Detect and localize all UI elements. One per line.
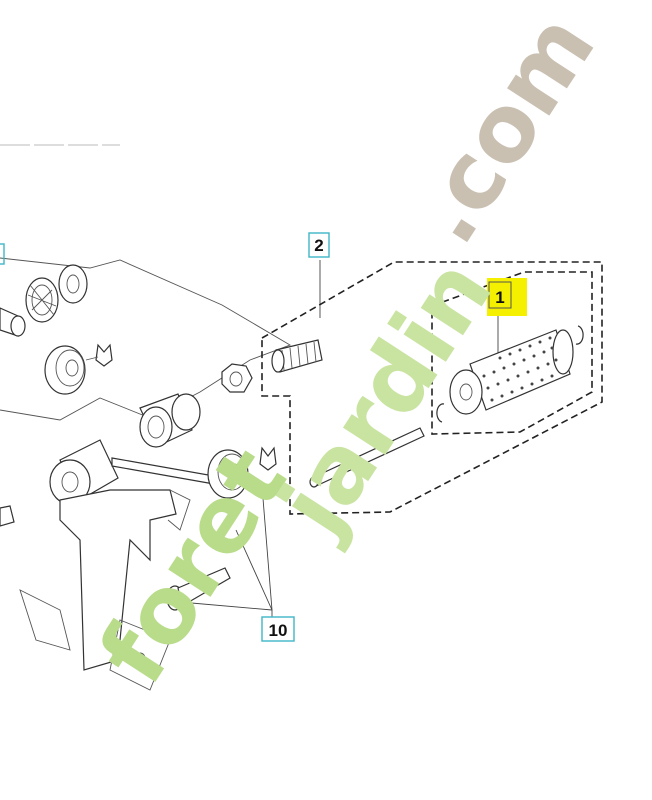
kit-outline-dashed — [261, 261, 603, 515]
spring-pin — [271, 339, 323, 373]
bearing-ring — [25, 277, 59, 323]
wing-nut-right — [259, 446, 277, 471]
svg-text:1: 1 — [495, 288, 504, 307]
sleeve-bushing — [139, 393, 201, 448]
watermark-logo-3: .com — [391, 0, 616, 262]
circlip-left — [436, 403, 445, 423]
roller-left — [49, 439, 119, 505]
callout-10[interactable]: 10 — [261, 616, 295, 642]
callout-1-highlight — [487, 278, 527, 316]
cut-callout-fragment — [0, 243, 5, 265]
svg-text:2: 2 — [314, 236, 323, 255]
mounting-plate-outline — [0, 257, 292, 421]
flat-washer — [58, 264, 88, 304]
pulley-right — [207, 449, 249, 499]
wing-nut-left — [85, 343, 113, 367]
shaft-left — [0, 307, 26, 337]
callout-2[interactable]: 2 — [308, 232, 330, 258]
clevis-pin — [166, 567, 231, 611]
small-bolt-left — [0, 505, 15, 527]
long-rod — [309, 427, 425, 488]
svg-text:10: 10 — [269, 621, 288, 640]
callout-1[interactable]: 1 — [487, 278, 527, 316]
subkit-outline-dashed — [431, 271, 593, 435]
callout-leaders — [179, 260, 499, 630]
svg-text:.com: .com — [391, 0, 616, 262]
pulley-left — [44, 345, 86, 395]
hex-nut — [221, 363, 253, 393]
support-bracket — [19, 489, 191, 691]
perforated-roller — [449, 329, 574, 415]
circlip-right — [575, 325, 584, 345]
